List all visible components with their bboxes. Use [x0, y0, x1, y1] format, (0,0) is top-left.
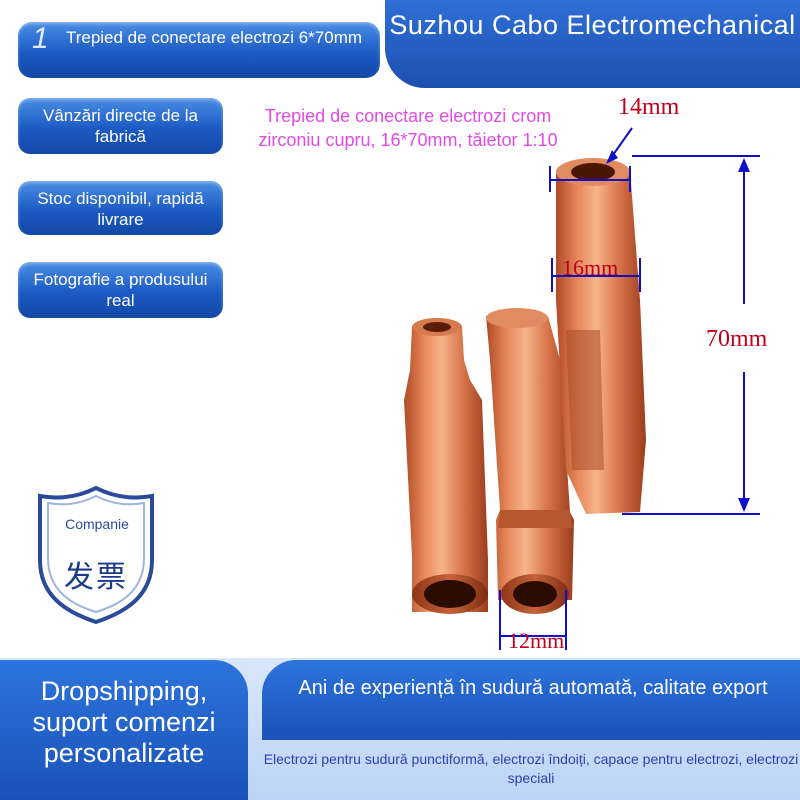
shield-badge-shape: [38, 485, 154, 625]
dimension-bottom-diameter: 12mm: [508, 628, 565, 653]
dimension-body-diameter: 16mm: [562, 255, 619, 280]
footer-dropshipping: Dropshipping, suport comenzi personaliza…: [32, 676, 216, 768]
electrode-middle: [486, 308, 574, 614]
feature-real-photo: Fotografie a produsului real: [18, 262, 223, 318]
dimension-top-diameter: 14mm: [618, 94, 680, 120]
footer-experience: Ani de experiență în sudură automată, ca…: [298, 677, 768, 699]
company-banner: [385, 0, 800, 88]
footer-right-panel: [262, 660, 800, 740]
feature-in-stock: Stoc disponibil, rapidă livrare: [18, 181, 223, 235]
electrode-left: [404, 318, 488, 614]
electrode-right: [556, 158, 646, 514]
product-description: Trepied de conectare electrozi crom zirc…: [258, 106, 558, 150]
company-name: Suzhou Cabo Electromechanical: [389, 10, 796, 40]
dimension-lines: [499, 127, 760, 650]
title-number: 1: [32, 22, 49, 55]
footer-left-panel: [0, 660, 248, 800]
dimension-length: 70mm: [706, 326, 768, 352]
dimension-arrows: [606, 150, 750, 512]
badge-label: Companie: [65, 516, 129, 532]
feature-factory-direct: Vânzări directe de la fabrică: [18, 98, 223, 154]
title-pill: 1 Trepied de conectare electrozi 6*70mm: [18, 22, 380, 78]
product-title: Trepied de conectare electrozi 6*70mm: [65, 28, 363, 47]
footer-product-list: Electrozi pentru sudură punctiformă, ele…: [263, 751, 799, 786]
badge-invoice-chars: 发票: [64, 560, 128, 595]
